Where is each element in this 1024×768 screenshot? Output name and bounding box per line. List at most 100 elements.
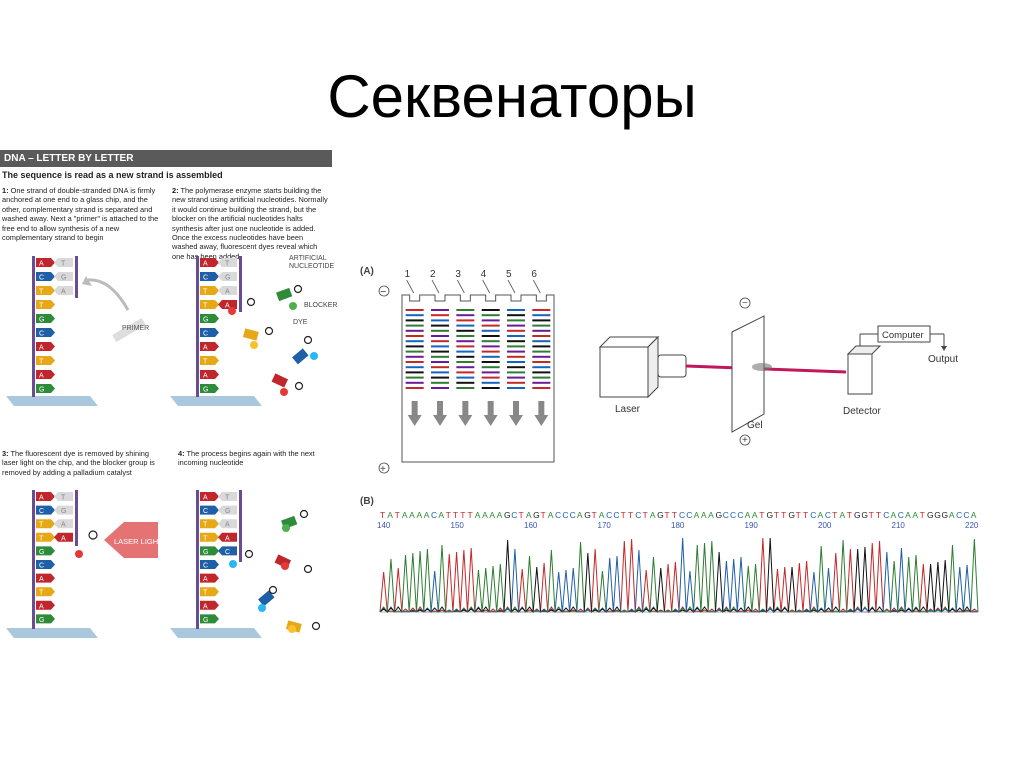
blocker-ring [293, 284, 303, 294]
dna-backbone [32, 490, 35, 629]
laser-box-side [647, 335, 659, 399]
gel-band [507, 335, 525, 337]
gel-band [456, 319, 475, 322]
free-nucleotide-a [271, 373, 289, 388]
gel-band [532, 376, 551, 379]
nucleotide-tag [36, 532, 55, 542]
gel-band [405, 335, 424, 337]
nucleotide-letter: T [203, 289, 208, 296]
nucleotide-tag [36, 560, 55, 569]
nucleotide-tag [54, 492, 73, 501]
migration-arrow-shaft [513, 401, 519, 415]
gel-spot [752, 363, 772, 371]
lane-label: 2 [430, 269, 436, 280]
sequence-base: A [409, 510, 415, 520]
laser-light-label: LASER LIGHT [114, 537, 163, 546]
gel-band [405, 314, 424, 317]
diagram-b-label: (B) [360, 496, 374, 507]
nucleotide-letter: G [203, 387, 208, 394]
gel-band [431, 381, 449, 384]
nucleotide-tag [36, 587, 55, 597]
sequence-base: T [847, 510, 852, 520]
nucleotide-letter: T [203, 359, 208, 366]
nucleotide-letter: T [203, 522, 208, 529]
nucleotide-tag [200, 573, 219, 583]
sequence-position: 200 [818, 521, 832, 530]
sequence-base: T [920, 510, 925, 520]
nucleotide-letter: A [225, 289, 230, 296]
gel-band [456, 371, 475, 374]
nucleotide-tag [200, 600, 219, 610]
detector-box [847, 353, 873, 395]
step-1-text: 1: One strand of double-stranded DNA is … [2, 186, 159, 243]
nucleotide-tag [218, 519, 237, 529]
nucleotide-tag [200, 300, 219, 309]
nucleotide-tag [54, 286, 73, 295]
gel-bands [405, 309, 551, 389]
migration-arrow-shaft [411, 401, 418, 415]
nucleotide-tag [36, 286, 55, 295]
nucleotide-tag [200, 328, 219, 337]
sequence-base: C [956, 510, 962, 520]
gel-band [431, 319, 449, 322]
gel-band [456, 366, 475, 369]
nucleotide-letter: T [39, 289, 44, 296]
sequence-base: A [475, 510, 481, 520]
migration-arrow-head [433, 415, 447, 426]
free-nucleotide-t [242, 328, 259, 341]
sequence-position: 170 [598, 521, 612, 530]
gel-band [405, 371, 424, 374]
blocker-ring [303, 335, 313, 345]
gel-band [507, 361, 525, 363]
nucleotide-letter: G [203, 617, 208, 624]
nucleotide-letter: G [225, 508, 230, 515]
sequence-base: C [431, 510, 437, 520]
sequence-base: C [511, 510, 517, 520]
gel-band [405, 324, 424, 327]
gel-band [405, 355, 424, 358]
lane-pointer [406, 279, 415, 294]
sequence-base: C [613, 510, 619, 520]
dye-yellow [288, 625, 296, 633]
lane-label: 6 [531, 269, 537, 280]
gel-band [431, 309, 449, 311]
gel-band [456, 361, 475, 363]
gel-band [456, 329, 475, 332]
sequence-base: C [562, 510, 568, 520]
sequence-base: G [504, 510, 511, 520]
dye-red [228, 307, 236, 315]
migration-arrow-head [458, 415, 473, 426]
nucleotide-letter: G [39, 617, 44, 624]
nucleotide-letter: T [61, 495, 66, 502]
sequence-base: T [540, 510, 545, 520]
nucleotide-tag [54, 519, 73, 529]
nucleotide-letter: T [39, 359, 44, 366]
plus-electrode-icon [378, 462, 390, 474]
gel-band [431, 376, 449, 379]
gel-band [431, 329, 449, 332]
gel-band [532, 309, 551, 311]
migration-arrow-head [483, 415, 498, 426]
nucleotide-letter: G [39, 387, 44, 394]
gel-band [456, 324, 475, 327]
gel-band [481, 314, 500, 317]
laser-nozzle [657, 354, 687, 378]
sequence-base: C [883, 510, 889, 520]
gel-band [532, 361, 551, 363]
sequence-base: C [963, 510, 969, 520]
nucleotide-tag [36, 300, 55, 309]
sequence-position: 210 [892, 521, 906, 530]
output-label: Output [928, 354, 958, 365]
sequence-base: A [701, 510, 707, 520]
sequence-base: T [468, 510, 473, 520]
nucleotide-tag [218, 286, 237, 295]
sequence-base: T [446, 510, 451, 520]
nucleotide-tag [54, 272, 73, 281]
dna-panel-header: DNA – LETTER BY LETTER [0, 150, 332, 167]
sequence-base: A [949, 510, 955, 520]
nucleotide-tag [200, 370, 219, 379]
